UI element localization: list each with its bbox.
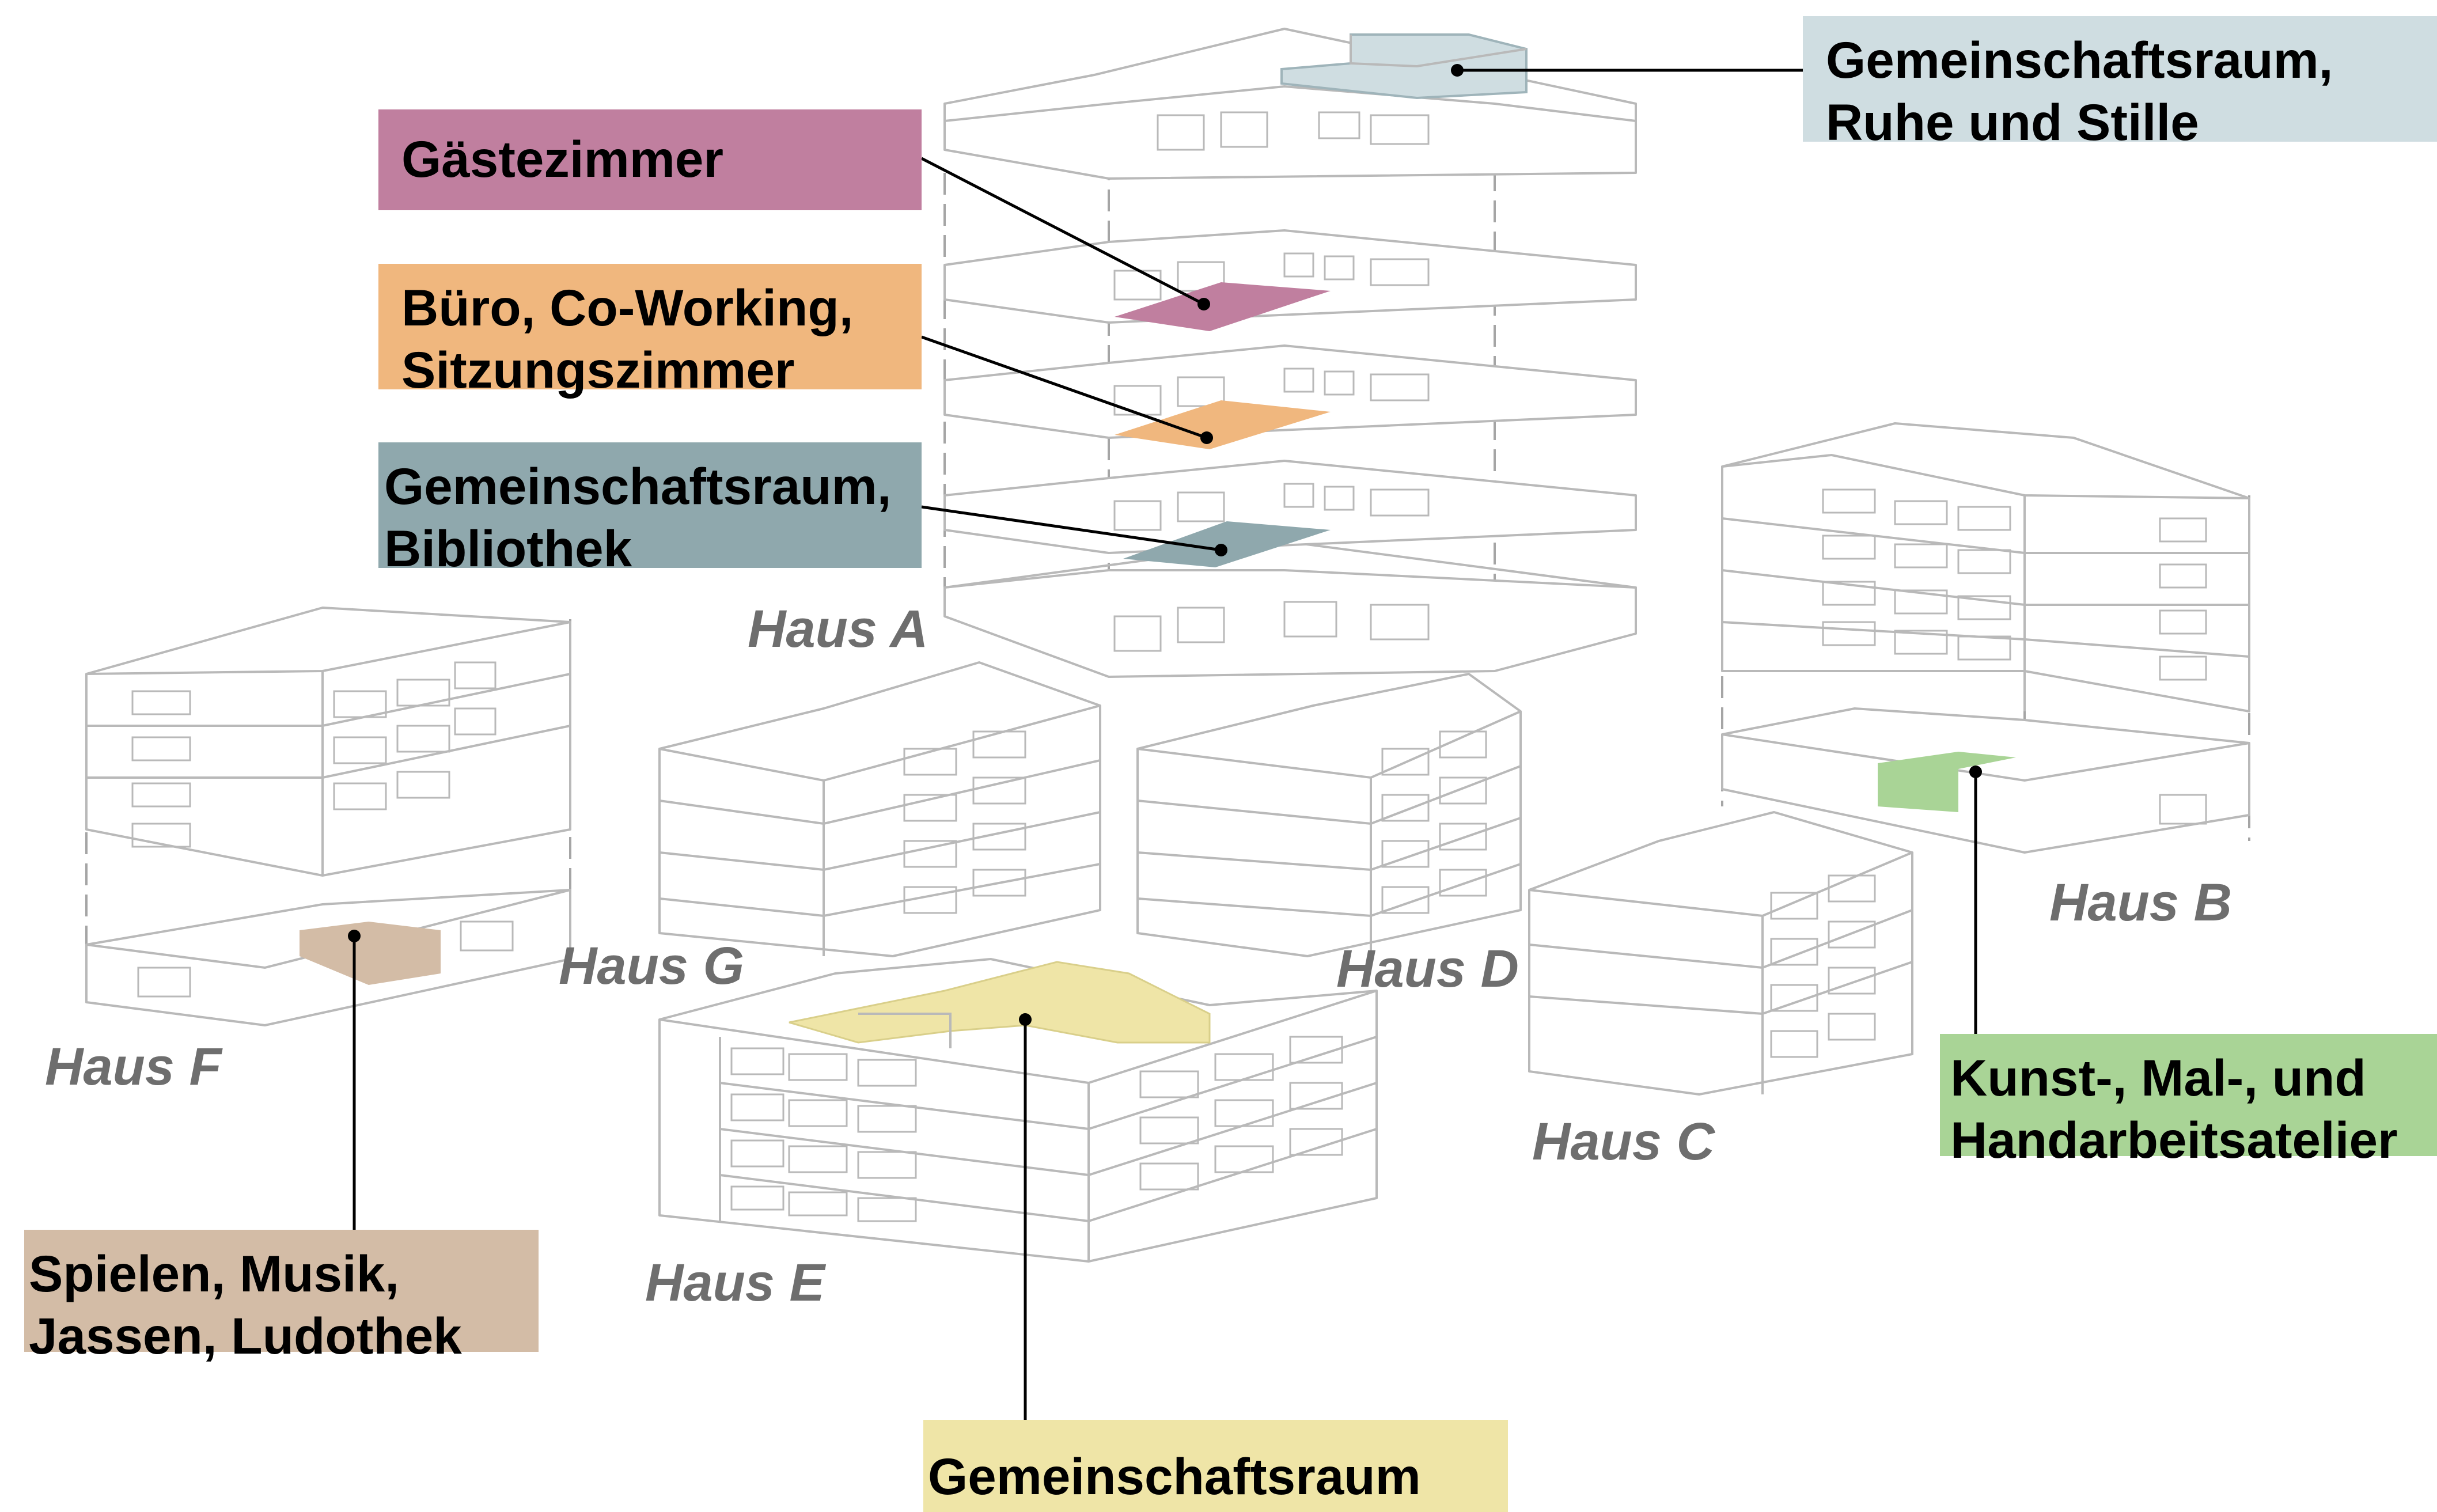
library-label-line-1: Gemeinschaftsraum, (384, 457, 892, 515)
office-label-line-2: Sitzungszimmer (401, 341, 795, 399)
quiet-room-label: Gemeinschaftsraum, Ruhe und Stille (1803, 16, 2437, 151)
atelier-label-line-2: Handarbeitsatelier (1950, 1111, 2398, 1169)
haus-c-building (1528, 811, 1913, 1096)
guest-room-label-line-1: Gästezimmer (401, 130, 723, 188)
haus-f-label: Haus F (45, 1037, 222, 1096)
quiet-room-label-line-2: Ruhe und Stille (1826, 93, 2199, 151)
haus-e-building (658, 958, 1378, 1263)
office-label-line-1: Büro, Co-Working, (401, 279, 854, 336)
guest-room-label: Gästezimmer (378, 109, 922, 210)
library-label-line-2: Bibliothek (384, 520, 632, 577)
haus-e-label: Haus E (645, 1253, 825, 1312)
haus-c-label: Haus C (1532, 1112, 1715, 1171)
quiet-room-label-line-1: Gemeinschaftsraum, (1826, 31, 2333, 89)
haus-b-label: Haus B (2049, 873, 2232, 932)
haus-g-label: Haus G (559, 937, 745, 995)
leader-lines (348, 64, 1982, 1420)
library-label: Gemeinschaftsraum, Bibliothek (378, 442, 922, 577)
games-label-line-1: Spielen, Musik, (29, 1245, 399, 1302)
games-label-line-2: Jassen, Ludothek (29, 1307, 462, 1365)
atelier-label: Kunst-, Mal-, und Handarbeitsatelier (1940, 1034, 2437, 1169)
community-room-label: Gemeinschaftsraum (923, 1420, 1508, 1512)
games-label: Spielen, Musik, Jassen, Ludothek (24, 1230, 539, 1365)
library-highlight (1123, 521, 1331, 567)
atelier-label-line-1: Kunst-, Mal-, und (1950, 1049, 2366, 1106)
community-room-highlight (789, 961, 1211, 1044)
atelier-highlight (1878, 752, 2016, 812)
office-highlight (1115, 400, 1331, 449)
haus-d-building (1136, 673, 1522, 957)
office-label: Büro, Co-Working, Sitzungszimmer (378, 264, 922, 399)
community-room-label-line-1: Gemeinschaftsraum (928, 1447, 1421, 1505)
haus-g-building (658, 661, 1101, 957)
haus-b-building (1721, 422, 2250, 854)
haus-f-building (85, 607, 571, 1026)
guest-room-highlight (1115, 282, 1331, 331)
haus-a-building (943, 28, 1637, 678)
haus-d-label: Haus D (1336, 939, 1519, 998)
haus-a-label: Haus A (748, 600, 928, 658)
